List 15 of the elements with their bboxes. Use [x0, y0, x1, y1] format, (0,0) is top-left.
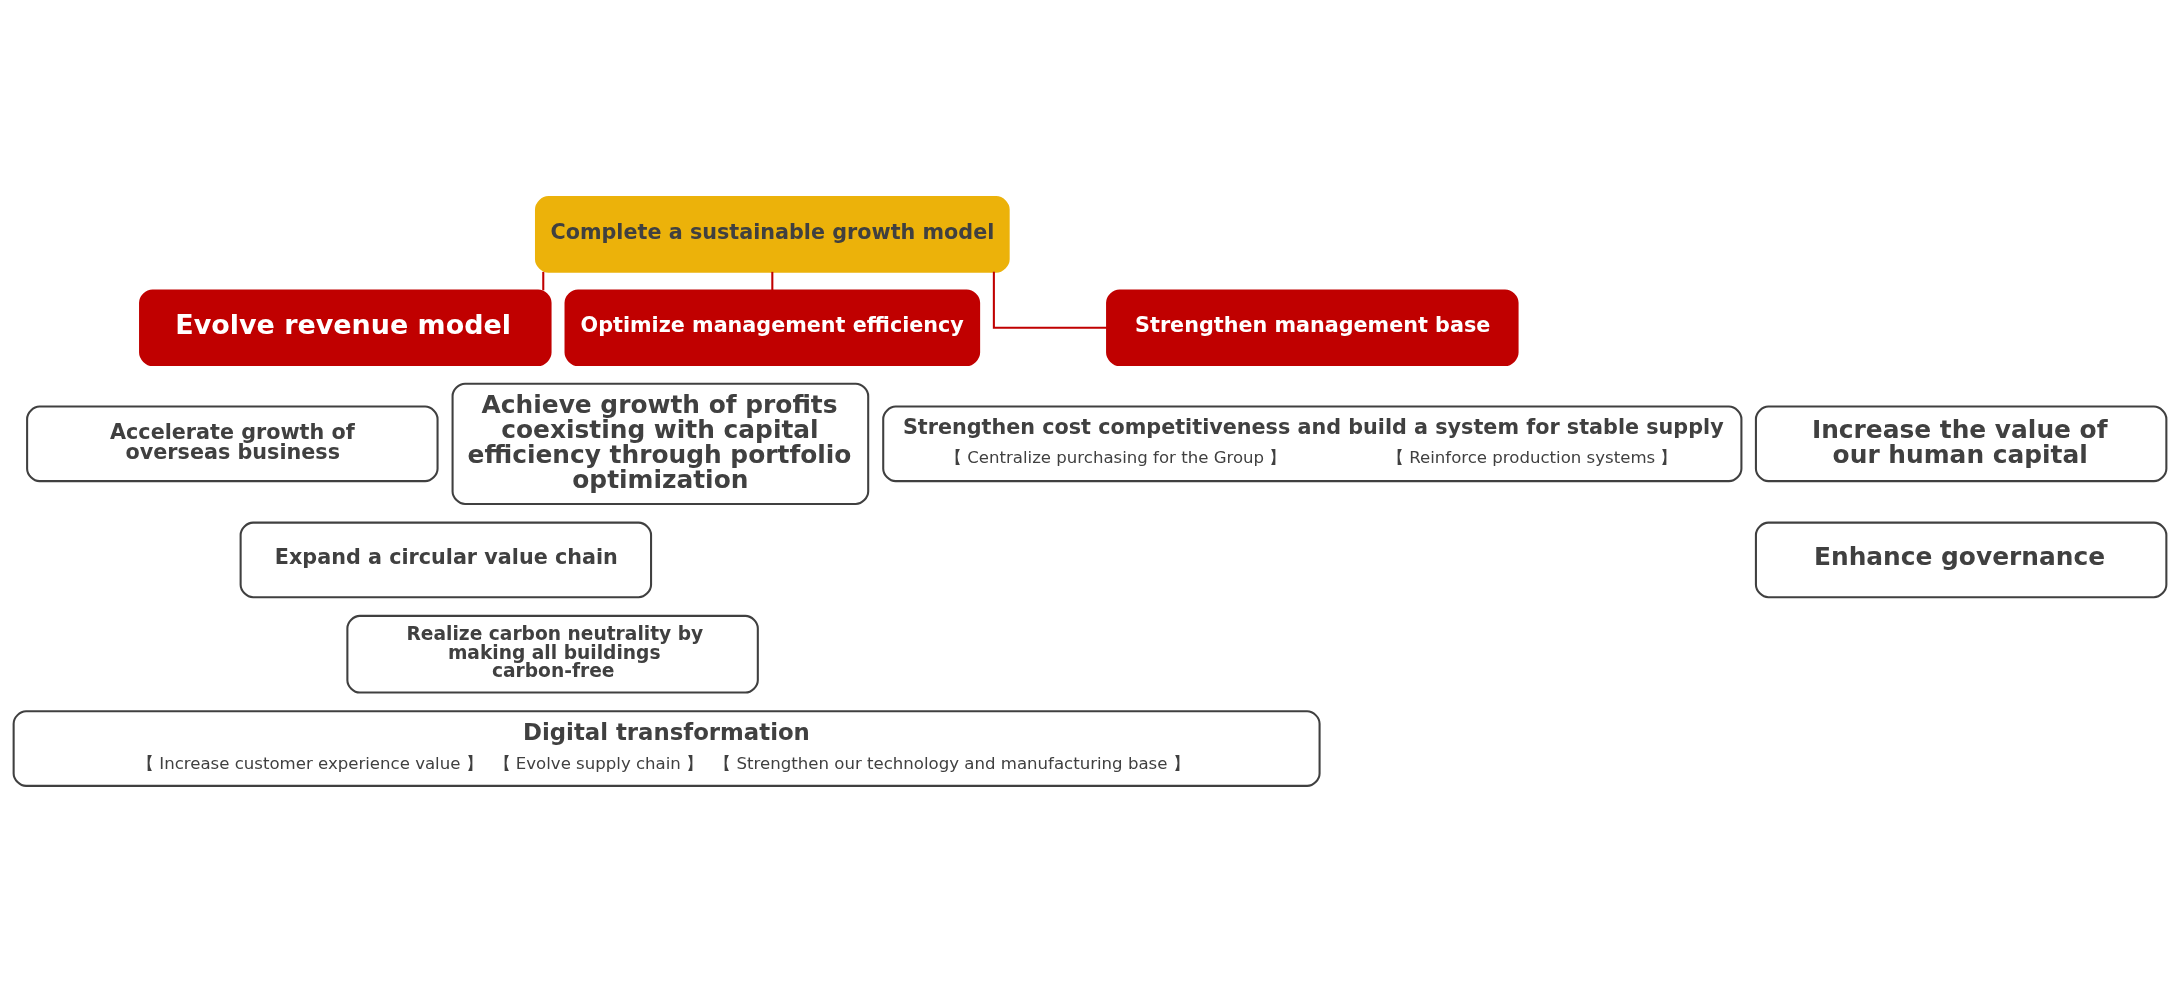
- node-box: Complete a sustainable growth model: [534, 196, 1010, 273]
- node-box: Realize carbon neutrality by making all buildings carbon-free: [346, 614, 759, 694]
- node-box: Increase the value of our human capital: [1754, 405, 2168, 483]
- node-box: Strengthen management base: [1106, 289, 1519, 367]
- connector: [771, 271, 774, 291]
- node-box: Accelerate growth of overseas business: [26, 405, 439, 483]
- connector: [992, 271, 1108, 329]
- node-box: Achieve growth of profits coexisting with capital efficiency through portfolio optimization: [451, 382, 870, 505]
- node-box: Optimize management efficiency: [564, 289, 981, 367]
- connector: [542, 271, 545, 291]
- node-box: Expand a circular value chain: [239, 521, 653, 599]
- node-box: Enhance governance: [1754, 521, 2168, 599]
- node-box: Digital transformation 【 Increase customer experience value 】 【 Evolve supply chain 】 【 Strengthen our technology and manufacturing base 】: [12, 710, 1321, 787]
- node-box: Evolve revenue model: [139, 289, 552, 367]
- node-box: Strengthen cost competitiveness and build a system for stable supply 【 Centralize purchasing for the Group 】 【 Reinforce production systems 】: [882, 405, 1743, 483]
